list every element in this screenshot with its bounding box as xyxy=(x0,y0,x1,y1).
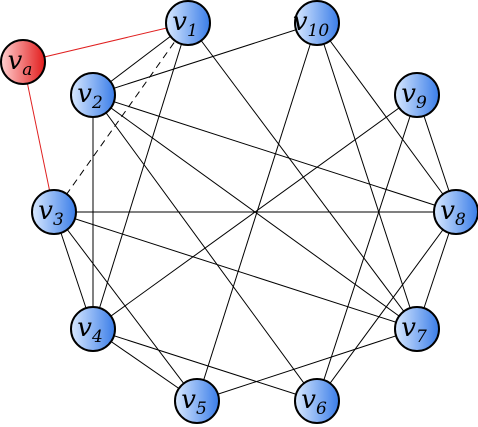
edge-v5-v10 xyxy=(196,22,318,402)
node-circle-v10 xyxy=(294,0,340,46)
node-v4: v4 xyxy=(70,306,116,352)
edge-v1-v3 xyxy=(53,22,189,213)
edge-v7-v10 xyxy=(316,22,418,330)
edge-v2-v10 xyxy=(92,22,318,96)
node-circle-v1 xyxy=(165,0,211,46)
node-circle-v2 xyxy=(70,72,116,118)
node-v5: v5 xyxy=(174,378,220,424)
edge-v1-v4 xyxy=(92,22,189,330)
node-v3: v3 xyxy=(31,189,77,235)
node-va: va xyxy=(0,39,46,85)
node-v9: v9 xyxy=(394,72,440,118)
node-circle-v7 xyxy=(394,306,440,352)
node-label-v4: v4 xyxy=(77,313,103,347)
node-label-v2: v2 xyxy=(77,79,103,113)
node-circle-v5 xyxy=(174,378,220,424)
node-label-v3: v3 xyxy=(38,196,64,230)
node-label-v6: v6 xyxy=(301,385,327,419)
node-v8: v8 xyxy=(433,189,478,235)
edge-v3-v5 xyxy=(53,211,198,402)
edge-v6-v9 xyxy=(316,94,418,402)
edge-v6-v8 xyxy=(316,211,457,402)
node-v6: v6 xyxy=(294,378,340,424)
node-label-v9: v9 xyxy=(401,79,427,113)
node-v7: v7 xyxy=(394,306,440,352)
edge-v8-v10 xyxy=(316,22,457,213)
node-circle-v4 xyxy=(70,306,116,352)
node-circle-v6 xyxy=(294,378,340,424)
node-v1: v1 xyxy=(165,0,211,46)
edge-v1-v7 xyxy=(187,22,418,330)
edge-va-v3 xyxy=(22,61,55,213)
node-label-v7: v7 xyxy=(401,313,427,347)
node-label-v5: v5 xyxy=(181,385,207,419)
node-label-v1: v1 xyxy=(172,7,198,41)
node-label-v8: v8 xyxy=(440,196,466,230)
node-circle-v8 xyxy=(433,189,478,235)
edge-v3-v7 xyxy=(53,211,418,330)
edge-va-v1 xyxy=(22,22,189,63)
node-v2: v2 xyxy=(70,72,116,118)
edge-v4-v6 xyxy=(92,328,318,402)
node-label-v10: v10 xyxy=(293,7,330,41)
node-circle-va xyxy=(0,39,46,85)
node-circle-v9 xyxy=(394,72,440,118)
edge-v2-v8 xyxy=(92,94,457,213)
node-label-va: va xyxy=(8,46,33,80)
edge-v4-v9 xyxy=(92,94,418,330)
node-v10: v10 xyxy=(293,0,340,46)
node-circle-v3 xyxy=(31,189,77,235)
edge-v5-v7 xyxy=(196,328,418,402)
